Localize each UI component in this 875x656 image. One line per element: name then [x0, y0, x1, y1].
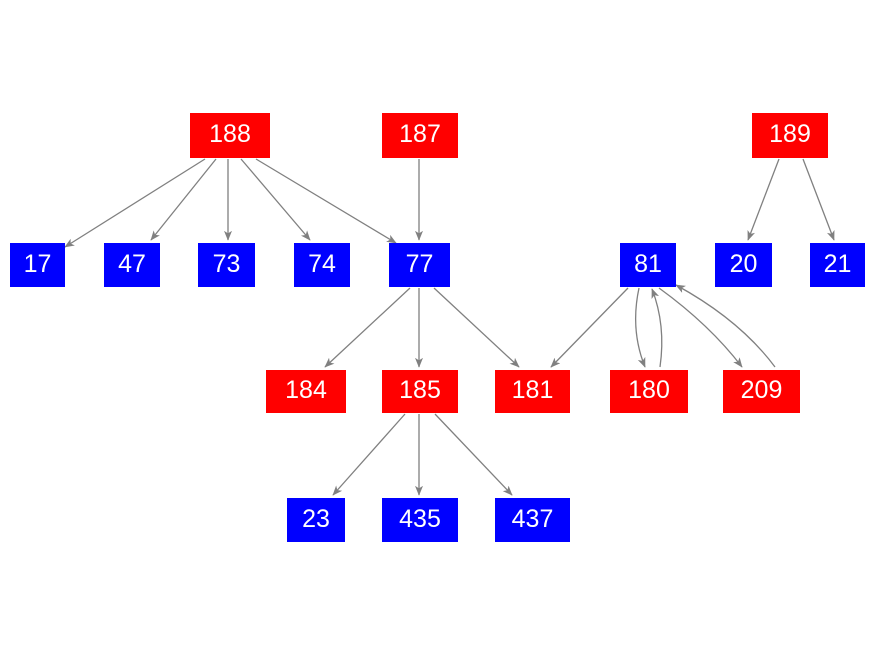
graph-node-label: 77 — [405, 249, 434, 278]
graph-node-437[interactable]: 437 — [495, 498, 570, 542]
graph-node-label: 189 — [769, 120, 811, 148]
graph-node-label: 21 — [823, 249, 852, 278]
graph-node-label: 23 — [302, 504, 330, 533]
graph-node-184[interactable]: 184 — [266, 370, 346, 413]
graph-node-label: 81 — [634, 249, 662, 278]
graph-node-label: 47 — [118, 249, 146, 278]
graph-node-21[interactable]: 21 — [810, 243, 865, 287]
graph-node-180[interactable]: 180 — [610, 370, 688, 413]
graph-node-label: 74 — [308, 249, 336, 278]
graph-node-label: 73 — [212, 249, 241, 278]
graph-node-label: 188 — [209, 120, 251, 148]
graph-node-label: 180 — [628, 376, 670, 404]
graph-node-23[interactable]: 23 — [287, 498, 345, 542]
graph-node-189[interactable]: 189 — [752, 113, 828, 158]
graph-node-185[interactable]: 185 — [382, 370, 458, 413]
graph-node-17[interactable]: 17 — [10, 243, 65, 287]
graph-node-label: 20 — [729, 249, 758, 278]
graph-node-47[interactable]: 47 — [104, 243, 160, 287]
graph-node-181[interactable]: 181 — [495, 370, 570, 413]
graph-node-label: 435 — [399, 504, 441, 533]
graph-node-label: 187 — [399, 120, 441, 148]
graph-node-187[interactable]: 187 — [382, 113, 458, 158]
graph-node-20[interactable]: 20 — [715, 243, 772, 287]
graph-node-74[interactable]: 74 — [294, 243, 350, 287]
graph-node-label: 17 — [23, 249, 52, 278]
graph-node-label: 437 — [511, 504, 554, 533]
graph-node-73[interactable]: 73 — [198, 243, 255, 287]
graph-node-77[interactable]: 77 — [389, 243, 450, 287]
graph-node-81[interactable]: 81 — [620, 243, 676, 287]
graph-node-label: 181 — [511, 376, 554, 404]
graph-node-435[interactable]: 435 — [382, 498, 458, 542]
graph-node-label: 185 — [399, 376, 441, 404]
graph-node-label: 209 — [740, 376, 783, 404]
graph-node-label: 184 — [285, 376, 327, 404]
graph-node-188[interactable]: 188 — [190, 113, 270, 158]
graph-node-209[interactable]: 209 — [723, 370, 800, 413]
